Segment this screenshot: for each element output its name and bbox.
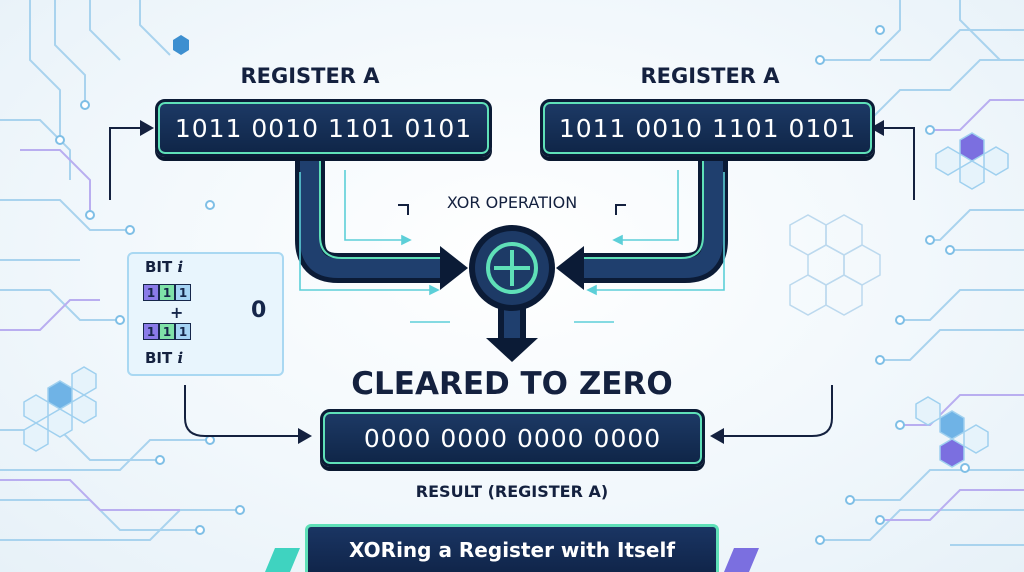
xor-operator-icon	[469, 225, 555, 311]
bit-inset-plus: +	[170, 303, 184, 322]
right-to-result-arrow	[722, 385, 833, 437]
hexagon-cluster-right-mid	[789, 214, 881, 316]
bit-bottom-cell: 1	[143, 323, 159, 340]
circuit-traces-right-purple	[880, 99, 1024, 521]
xor-label-bracket	[398, 204, 626, 215]
right-to-result-arrowhead	[710, 428, 724, 444]
circuit-traces-right	[820, 0, 1024, 546]
right-register-box: 1011 0010 1101 0101	[540, 99, 875, 157]
inset-to-result-arrow	[184, 385, 300, 437]
hexagon-cluster-right-top	[935, 132, 1009, 190]
hexagon-cluster-left	[23, 366, 97, 452]
bit-bottom-cell: 1	[175, 323, 191, 340]
bit-bottom-cell: 1	[159, 323, 175, 340]
thin-guide-arrows	[299, 170, 725, 323]
title-banner: XORing a Register with Itself	[305, 524, 719, 572]
left-flow-arrow	[295, 155, 468, 290]
left-register-label: REGISTER A	[240, 64, 380, 88]
banner-accent-left	[265, 548, 300, 572]
left-feedback-arrow	[109, 127, 142, 200]
bit-inset-output: 0	[251, 298, 267, 323]
result-register-box: 0000 0000 0000 0000	[320, 409, 705, 467]
bit-bottom-text: BIT	[145, 349, 173, 367]
right-feedback-arrow	[882, 127, 915, 200]
bit-top-cell: 1	[143, 284, 159, 301]
result-register-caption: RESULT (REGISTER A)	[415, 482, 609, 501]
bit-top-index: i	[177, 258, 184, 276]
right-register-label: REGISTER A	[640, 64, 780, 88]
banner-accent-right	[724, 548, 759, 572]
bit-bottom-index: i	[177, 349, 184, 367]
bit-bottom-cells: 1 1 1	[143, 323, 191, 340]
left-register-box: 1011 0010 1101 0101	[155, 99, 492, 157]
xor-operation-label: XOR OPERATION	[446, 193, 578, 212]
right-feedback-arrowhead	[870, 120, 884, 136]
bit-inset-top-label: BIT i	[145, 258, 183, 276]
bit-top-cells: 1 1 1	[143, 284, 191, 301]
circuit-traces-left-purple	[0, 149, 180, 511]
bit-top-cell: 1	[175, 284, 191, 301]
left-feedback-arrowhead	[140, 120, 154, 136]
bit-top-cell: 1	[159, 284, 175, 301]
hexagon-accent-top-left	[173, 35, 189, 55]
right-flow-arrow	[556, 155, 728, 290]
hexagon-cluster-right-bottom	[915, 396, 989, 468]
bit-top-text: BIT	[145, 258, 173, 276]
bit-inset-panel	[127, 252, 284, 376]
bit-inset-bottom-label: BIT i	[145, 349, 183, 367]
inset-to-result-arrowhead	[298, 428, 312, 444]
result-heading: CLEARED TO ZERO	[351, 366, 673, 402]
